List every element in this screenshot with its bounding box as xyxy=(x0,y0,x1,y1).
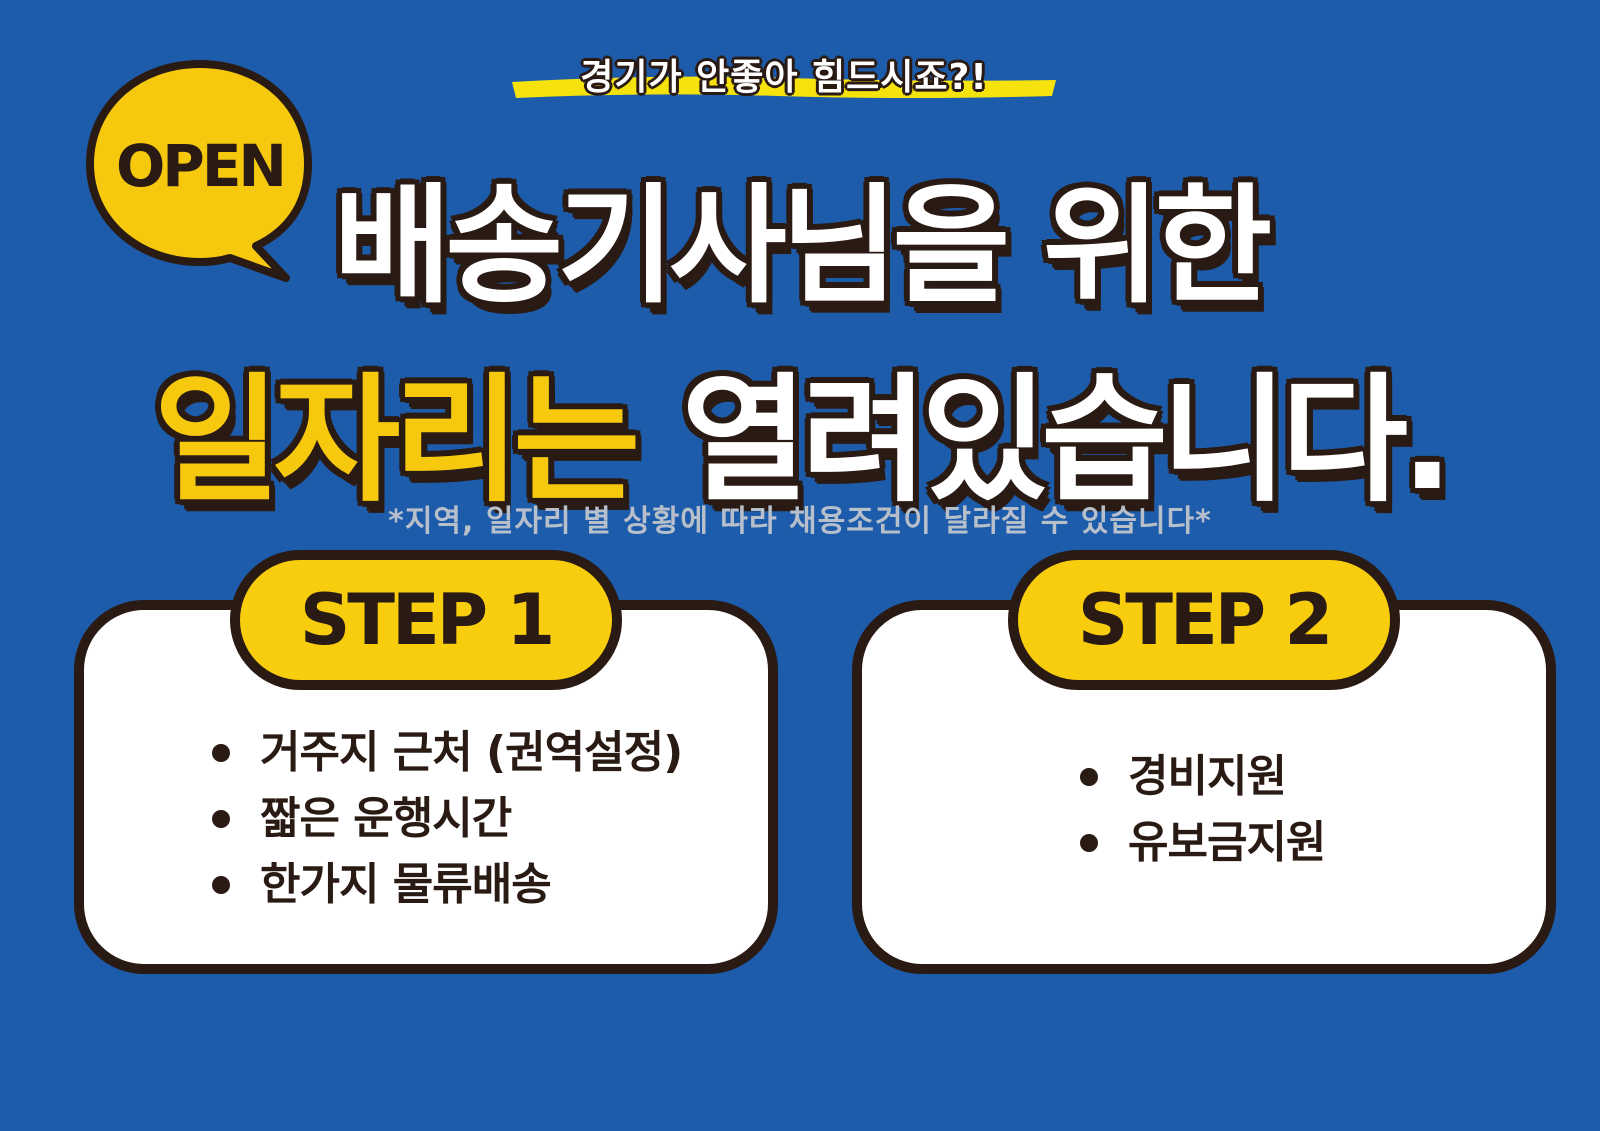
list-item-text: 경비지원 xyxy=(1128,751,1287,802)
step-1-title: STEP 1 xyxy=(230,550,622,690)
list-item: 거주지 근처 (권역설정) xyxy=(212,720,683,786)
list-item-text: 한가지 물류배송 xyxy=(260,859,552,910)
highlight-brush-icon xyxy=(512,76,1056,98)
tagline-banner: 경기가 안좋아 힘드시죠?! xyxy=(508,42,1060,108)
speech-bubble-icon xyxy=(86,60,312,282)
step-2-title: STEP 2 xyxy=(1008,550,1400,690)
headline-line1: 배송기사님을 위한 xyxy=(333,172,1273,321)
headline-highlight-word: 일자리는 xyxy=(153,360,640,521)
open-speech-bubble: OPEN xyxy=(80,56,320,286)
headline-line2: 일자리는 열려있습니다. xyxy=(0,328,1600,528)
list-item: 한가지 물류배송 xyxy=(212,852,682,918)
step-1-list: 거주지 근처 (권역설정) 짧은 운행시간 한가지 물류배송 xyxy=(212,720,683,918)
bullet-icon xyxy=(1080,768,1098,786)
tagline-text: 경기가 안좋아 힘드시죠?! xyxy=(580,57,988,98)
list-item-text: 짧은 운행시간 xyxy=(260,793,512,844)
bullet-icon xyxy=(212,876,230,894)
list-item-text: 유보금지원 xyxy=(1128,817,1326,868)
open-label: OPEN xyxy=(116,132,287,200)
list-item: 짧은 운행시간 xyxy=(212,786,682,852)
headline-rest-text: 열려있습니다. xyxy=(681,360,1453,521)
step-2-list: 경비지원 유보금지원 xyxy=(1080,744,1326,876)
bullet-icon xyxy=(212,810,230,828)
list-item-text: 거주지 근처 (권역설정) xyxy=(260,727,683,778)
bullet-icon xyxy=(1080,834,1098,852)
conditions-notice: *지역, 일자리 별 상황에 따라 채용조건이 달라질 수 있습니다* xyxy=(388,504,1212,539)
bullet-icon xyxy=(212,744,230,762)
list-item: 경비지원 xyxy=(1080,744,1325,810)
list-item: 유보금지원 xyxy=(1080,810,1326,876)
